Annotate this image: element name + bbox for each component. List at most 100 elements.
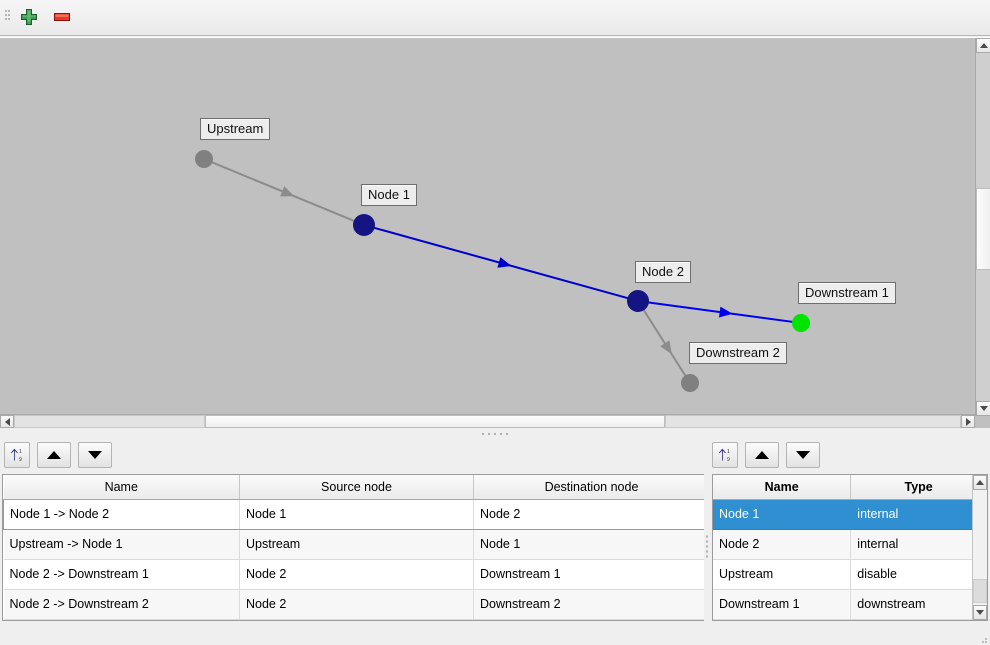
edges-table-toolbar: 1 9 [4,442,119,468]
scroll-track-upper[interactable] [976,53,990,188]
move-up-button[interactable] [745,442,779,468]
graph-edge-arrowhead [497,257,512,268]
table-empty-row[interactable] [3,619,709,620]
add-node-button[interactable] [16,6,42,30]
table-cell[interactable]: Upstream [239,529,474,560]
scroll-up-button[interactable] [976,38,990,53]
graph-node-label[interactable]: Upstream [200,118,271,140]
table-cell[interactable]: Node 2 -> Downstream 2 [3,589,240,620]
table-cell[interactable]: Node 2 [473,498,709,530]
triangle-down-icon [88,451,102,459]
table-cell[interactable]: Node 1 [239,498,474,530]
graph-node-node1[interactable] [353,214,375,236]
nodes-table-scroll-thumb[interactable] [973,579,987,603]
move-down-button[interactable] [78,442,112,468]
graph-node-node2[interactable] [627,290,649,312]
move-down-button[interactable] [786,442,820,468]
table-empty-row[interactable] [713,619,987,620]
table-cell[interactable]: Node 2 -> Downstream 1 [3,559,240,590]
grip-dot [8,14,10,16]
table-cell[interactable]: Upstream [713,559,852,590]
scroll-track-lower[interactable] [976,270,990,401]
table-cell[interactable]: Node 2 [713,529,852,560]
column-header[interactable]: Name [713,475,852,500]
graph-node-label[interactable]: Downstream 2 [689,342,787,364]
triangle-up-icon [755,451,769,459]
toolbar-drag-handle[interactable] [5,10,10,26]
table-cell[interactable]: Downstream 1 [713,589,852,620]
grip-dot [8,10,10,12]
grip-dot [985,641,987,643]
table-cell[interactable]: disable [850,559,987,590]
table-cell[interactable]: Node 1 [713,499,852,530]
sort-arrows-icon: 1 9 [719,448,730,463]
graph-node-label[interactable]: Downstream 1 [798,282,896,304]
grip-dot [706,550,708,552]
table-cell[interactable]: Upstream -> Node 1 [3,529,240,560]
grip-dot [706,555,708,557]
graph-node-upstream[interactable] [195,150,213,168]
scroll-right-button[interactable] [961,415,975,428]
graph-node-downstream2[interactable] [681,374,699,392]
graph-edge[interactable] [642,308,687,377]
graph-node-downstream1[interactable] [792,314,810,332]
table-cell[interactable]: Downstream 1 [473,559,709,590]
column-header[interactable]: Type [850,475,987,500]
table-cell[interactable]: Node 2 [239,559,474,590]
triangle-left-icon [4,417,10,426]
table-cell[interactable]: internal [850,529,987,560]
scroll-down-button[interactable] [976,401,990,416]
status-area [0,623,990,645]
column-header[interactable]: Name [3,475,240,500]
table-cell[interactable]: Node 2 [239,589,474,620]
column-header[interactable]: Source node [239,475,474,500]
scroll-left-button[interactable] [0,415,14,428]
svg-text:9: 9 [19,457,22,463]
scroll-track-right[interactable] [665,415,961,428]
graph-node-label[interactable]: Node 1 [361,184,417,206]
table-cell[interactable]: Node 1 -> Node 2 [3,498,240,530]
sort-button[interactable]: 1 9 [4,442,30,468]
scroll-down-button[interactable] [973,605,987,620]
horizontal-splitter[interactable] [0,428,990,439]
move-up-button[interactable] [37,442,71,468]
triangle-up-icon [979,43,988,48]
canvas-horizontal-scrollbar[interactable] [0,414,975,428]
graph-node-label[interactable]: Node 2 [635,261,691,283]
canvas-horizontal-scroll-thumb[interactable] [205,415,665,428]
table-cell[interactable]: internal [850,499,987,530]
table-cell[interactable]: Node 1 [473,529,709,560]
grip-dot [982,641,984,643]
column-header[interactable]: Destination node [473,475,709,500]
grip-dot [506,433,508,435]
scroll-track-left[interactable] [14,415,205,428]
nodes-table-scrollbar[interactable] [972,475,987,620]
canvas-vertical-scroll-thumb[interactable] [976,188,990,270]
canvas-vertical-scrollbar[interactable] [975,38,990,416]
table-cell[interactable]: Downstream 2 [473,589,709,620]
grip-dot [706,535,708,537]
grip-dot [706,545,708,547]
vertical-splitter[interactable] [704,474,711,621]
sort-button[interactable]: 1 9 [712,442,738,468]
table-cell[interactable]: downstream [850,589,987,620]
delete-node-button[interactable] [49,6,75,30]
scroll-up-button[interactable] [973,475,987,490]
resize-grip[interactable] [979,635,987,643]
